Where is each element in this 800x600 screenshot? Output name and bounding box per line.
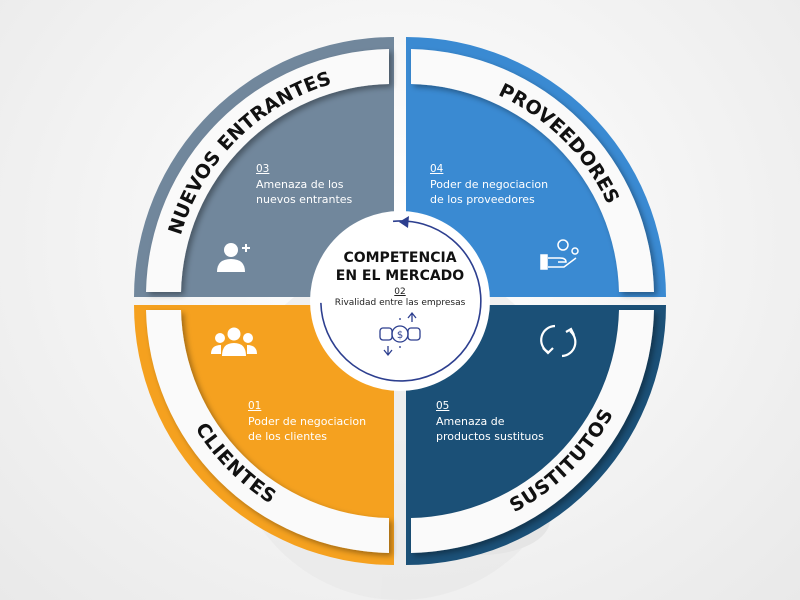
refresh-icon <box>540 324 577 358</box>
center-number: 02 <box>394 287 406 297</box>
ribbon-proveedores <box>411 49 654 292</box>
svg-text:$: $ <box>397 330 403 341</box>
desc-line2: de los proveedores <box>430 193 535 206</box>
hand-gear-icon <box>540 239 579 270</box>
desc-line2: de los clientes <box>248 430 327 443</box>
desc-line1: Poder de negociacion <box>248 415 367 428</box>
center-title: COMPETENCIA EN EL MERCADO <box>312 249 488 285</box>
text-clientes: 01 Poder de negociacion de los clientes <box>248 399 366 444</box>
text-sustitutos: 05 Amenaza de productos sustituos <box>436 399 544 444</box>
number-proveedores: 04 <box>430 163 444 175</box>
cycle-arrow <box>320 220 482 382</box>
text-nuevos-entrantes: 03 Amenaza de los nuevos entrantes <box>256 162 352 207</box>
number-nuevos-entrantes: 03 <box>256 163 270 175</box>
number-sustitutos: 05 <box>436 400 450 412</box>
quadrant-clientes <box>134 305 394 565</box>
desc-line1: Poder de negociacion <box>430 178 549 191</box>
center-title-line2: EN EL MERCADO <box>335 268 465 284</box>
text-proveedores: 04 Poder de negociacion de los proveedor… <box>430 162 548 207</box>
group-icon <box>211 327 257 356</box>
center-circle <box>310 211 490 391</box>
quadrant-proveedores <box>406 37 666 297</box>
arrow-head-icon <box>399 216 409 228</box>
money-exchange-icon: $ <box>379 311 421 357</box>
center-title-line1: COMPETENCIA <box>343 250 457 266</box>
quadrant-nuevos-entrantes <box>134 37 394 297</box>
number-clientes: 01 <box>248 400 262 412</box>
center-subtitle: Rivalidad entre las empresas <box>334 298 466 308</box>
desc-line2: nuevos entrantes <box>256 193 353 206</box>
desc-line1: Amenaza de los <box>256 178 344 191</box>
ribbon-sustitutos <box>411 310 654 553</box>
ribbon-clientes <box>146 310 389 553</box>
desc-line1: Amenaza de <box>436 415 505 428</box>
ribbon-nuevos-entrantes <box>146 49 389 292</box>
add-user-icon <box>217 243 250 272</box>
quadrant-sustitutos <box>406 305 666 565</box>
desc-line2: productos sustituos <box>436 430 544 443</box>
